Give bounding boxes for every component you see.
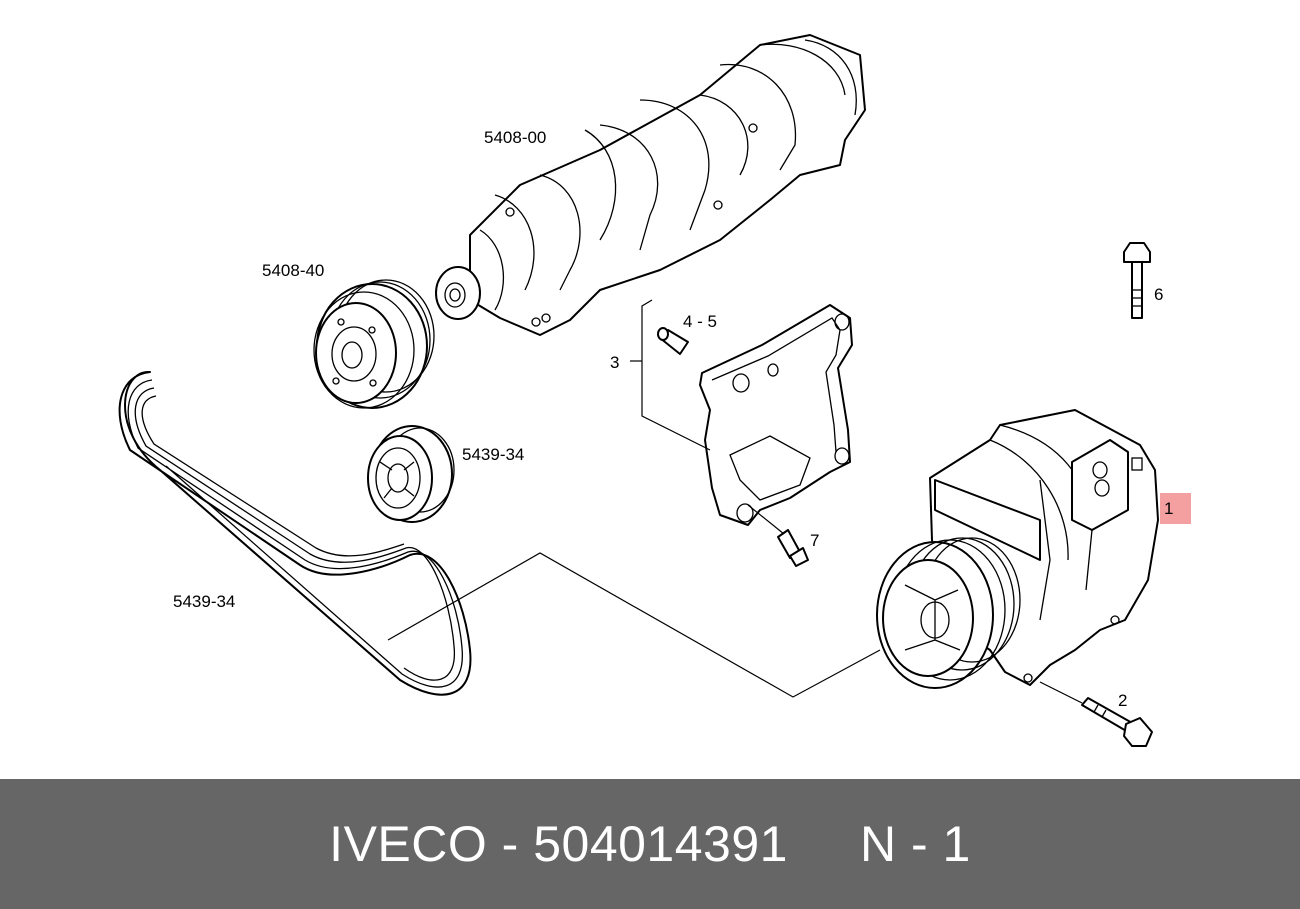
crankshaft-pulley[interactable] [313,279,435,409]
callout-bracket-bolt: 7 [810,531,819,550]
callout-compressor: 1 [1164,499,1173,518]
footer-separator: - [896,816,943,872]
part-number: 504014391 [533,816,788,872]
brand-name: IVECO [329,816,488,872]
belt-routing-leader [387,552,881,698]
parts-diagram: 5408-00 5408-40 5439-34 5439-34 [118,34,1191,747]
poly-v-belt[interactable] [118,370,472,696]
idler-pulley[interactable] [367,425,455,523]
mounting-bracket[interactable] [699,304,853,526]
dowel-sleeve[interactable] [657,327,689,355]
ac-compressor[interactable] [876,409,1159,689]
callout-pulley: 5408-40 [262,261,324,280]
callout-crankshaft: 5408-00 [484,128,546,147]
footer-bar: IVECO - 504014391 N - 1 [0,779,1300,909]
bracket-bolt[interactable] [747,504,809,567]
callout-compressor-highlight [1160,493,1191,524]
crankshaft[interactable] [435,34,866,336]
callout-compressor-bolt: 2 [1118,691,1127,710]
callout-dowel: 4 - 5 [683,312,717,331]
callout-bracket: 3 [610,353,619,372]
footer-title: IVECO - 504014391 N - 1 [329,815,971,873]
position-number: 1 [942,816,971,872]
compressor-bolt[interactable] [1039,681,1153,747]
callout-idler: 5439-34 [462,445,524,464]
callout-belt: 5439-34 [173,592,235,611]
callout-top-bolt: 6 [1154,285,1163,304]
top-bolt[interactable] [1123,242,1151,319]
footer-separator: - [487,816,534,872]
position-prefix: N [859,816,897,872]
footer-gap [788,816,860,872]
